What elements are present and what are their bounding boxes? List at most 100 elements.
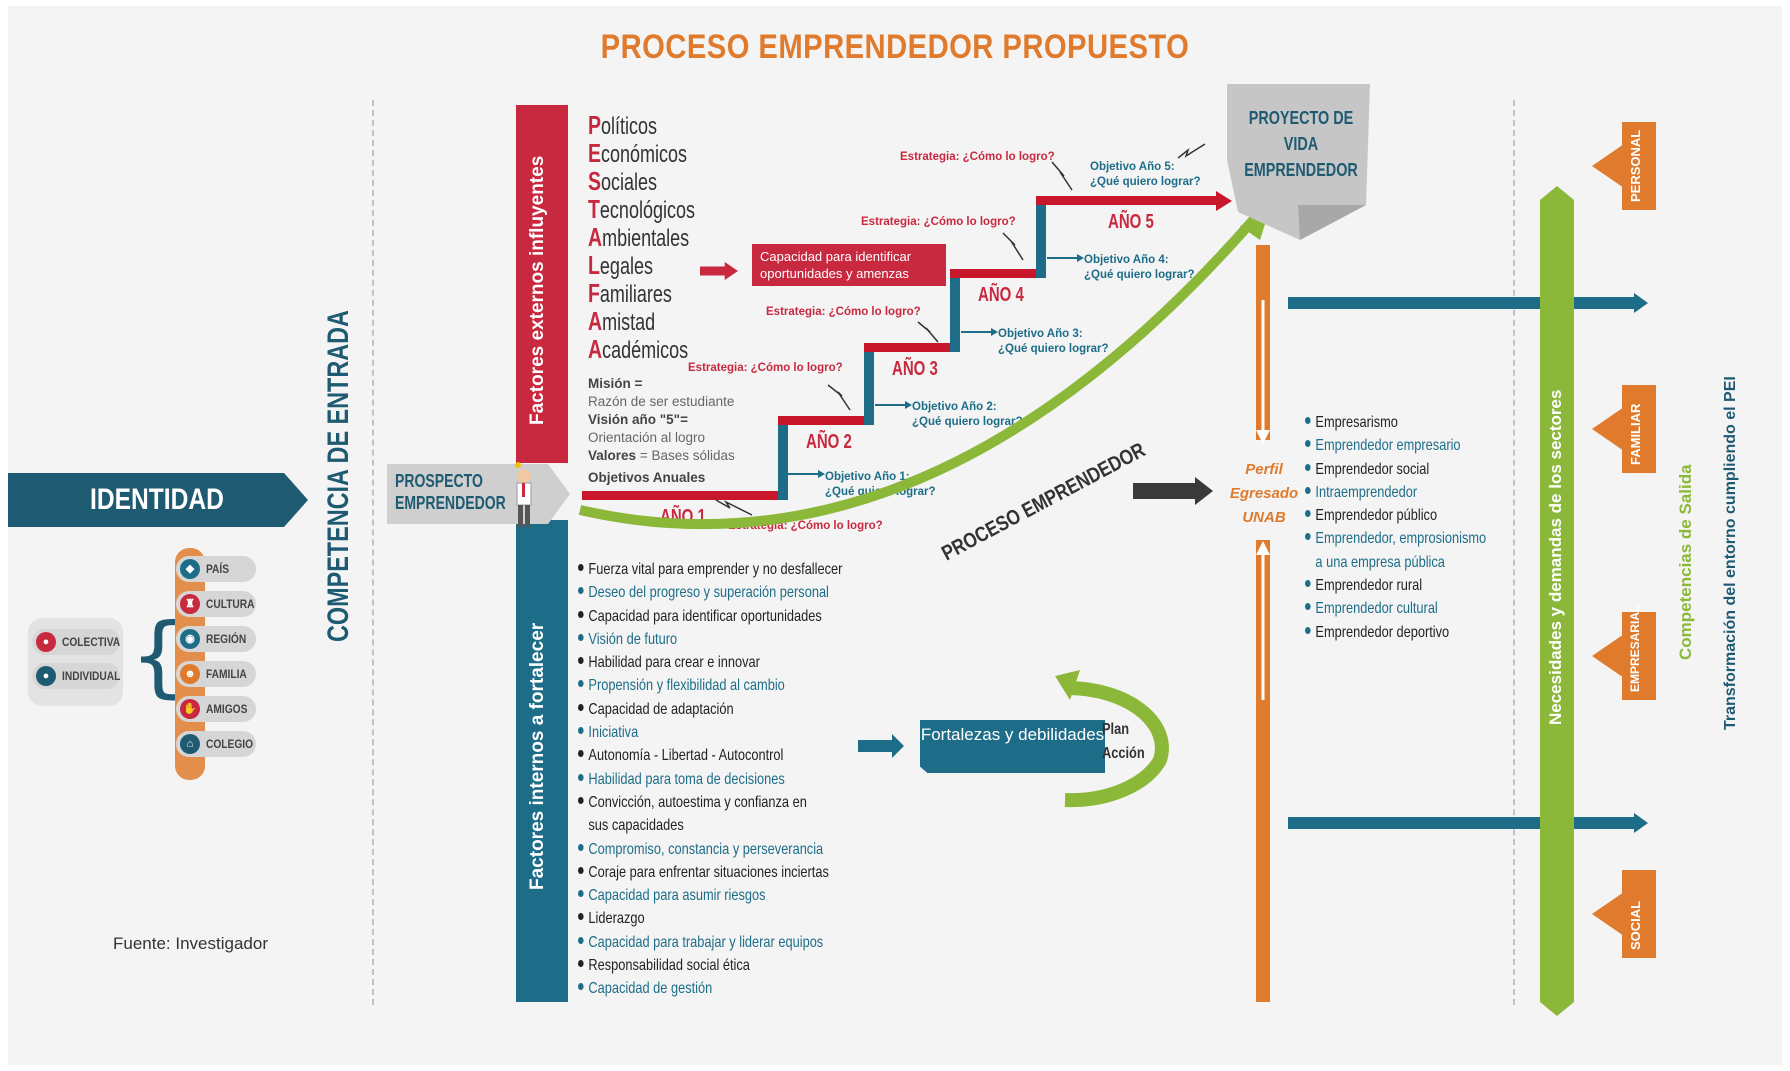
- step-riser: [1036, 196, 1046, 278]
- profile-item: a una empresa pública: [1305, 551, 1486, 574]
- step-riser: [950, 269, 960, 352]
- orange-connector-head: [1256, 430, 1270, 444]
- internal-factor-text: Fuerza vital para emprender y no desfall…: [588, 561, 843, 578]
- graduate-profile-label: Perfil Egresado UNAB: [1224, 458, 1304, 530]
- internal-factor-item: Habilidad para crear e innovar: [578, 651, 842, 674]
- action-text: Acción: [1102, 745, 1145, 762]
- factor-initial: S: [588, 166, 602, 196]
- internal-factor-text: Capacidad para identificar oportunidades: [588, 607, 822, 625]
- profile-item: Emprendedor empresario: [1305, 434, 1486, 457]
- capacity-arrow-icon: [700, 262, 738, 280]
- plan-action-label: Plan Acción: [1102, 718, 1155, 766]
- year4-label: AÑO 4: [978, 284, 1024, 306]
- objective-year5: Objetivo Año 5:¿Qué quiero lograr?: [1090, 160, 1201, 190]
- year5-label: AÑO 5: [1108, 211, 1154, 233]
- bullet-icon: [578, 727, 584, 735]
- tag-arrow-icon: [1592, 144, 1624, 188]
- factor-rest: ecnológicos: [599, 197, 695, 224]
- identity-item-familia: ☻FAMILIA: [176, 661, 256, 687]
- internal-factor-item: Autonomía - Libertad - Autocontrol: [578, 744, 842, 767]
- internal-factor-text: Propensión y flexibilidad al cambio: [588, 677, 785, 695]
- objective-title: Objetivo Año 5:: [1090, 161, 1175, 173]
- factor-rest: conómicos: [601, 141, 688, 168]
- factor-initial: A: [588, 222, 603, 252]
- orange-connector: [1256, 540, 1270, 1002]
- internal-factor-item: sus capacidades: [578, 814, 842, 837]
- process-curve: [578, 214, 1259, 530]
- dark-arrow-icon: [1133, 477, 1213, 505]
- plan-loop-head: [1055, 670, 1080, 700]
- profile-text: Intraemprendedor: [1315, 483, 1418, 501]
- identity-item-label: PAÍS: [206, 562, 230, 576]
- person-icon: ●: [36, 666, 56, 686]
- internal-factor-text: Convicción, autoestima y confianza en: [588, 793, 807, 811]
- identity-item-amigos: ✋AMIGOS: [176, 696, 256, 722]
- internal-factor-text: Visión de futuro: [588, 630, 678, 648]
- diagram-canvas: [8, 6, 1782, 1065]
- identity-item-pais: ◆ PAÍS: [176, 556, 256, 582]
- strategy-year4: Estrategia: ¿Cómo lo logro?: [861, 216, 1016, 228]
- factor-rest: amiliares: [599, 281, 672, 308]
- profile-text: Emprendedor deportivo: [1315, 623, 1450, 641]
- bullet-icon: [1305, 486, 1311, 494]
- internal-factor-item: Capacidad para asumir riesgos: [578, 884, 842, 907]
- internal-factor-text: Liderazgo: [588, 910, 645, 928]
- orange-connector-head: [1256, 541, 1270, 555]
- sectors-needs-label: Necesidades y demandas de los sectores: [1546, 389, 1565, 725]
- strengths-box: Fortalezas y debilidades: [920, 720, 1105, 773]
- profile-text: Emprendedor, emprosionismo: [1315, 530, 1487, 548]
- factor-initial: E: [588, 138, 602, 168]
- profile-text: Emprendedor público: [1315, 507, 1438, 525]
- objective-pointer-head: [905, 401, 912, 409]
- internal-factor-text: Coraje para enfrentar situaciones incier…: [588, 863, 829, 881]
- external-factor-item: Sociales: [588, 166, 695, 197]
- factor-initial: A: [588, 306, 603, 336]
- bullet-icon: [1305, 440, 1311, 448]
- internal-factor-item: Responsabilidad social ética: [578, 954, 842, 977]
- bullet-icon: [578, 936, 584, 944]
- valores-label: Valores: [588, 448, 637, 463]
- handshake-icon: ✋: [180, 699, 200, 719]
- internal-factor-item: Visión de futuro: [578, 628, 842, 651]
- bullet-icon: [578, 587, 584, 595]
- perfil-line: Egresado: [1229, 485, 1299, 502]
- objective-question: ¿Qué quiero lograr?: [912, 416, 1023, 428]
- factor-rest: cadémicos: [602, 337, 689, 364]
- sector-label: FAMILIAR: [1628, 403, 1643, 465]
- teal-connector: [1288, 817, 1640, 829]
- profile-item: Empresarismo: [1305, 411, 1486, 434]
- sector-personal: PERSONAL: [1592, 122, 1656, 210]
- entrepreneur-figure-icon: [508, 462, 538, 532]
- profile-text: Empresarismo: [1315, 414, 1398, 431]
- strategy-pointer: [917, 321, 939, 343]
- profile-text: Emprendedor rural: [1315, 577, 1423, 595]
- objective-title: Objetivo Año 2:: [912, 401, 997, 413]
- internal-factors-list: Fuerza vital para emprender y no desfall…: [578, 558, 909, 1001]
- profile-text: Emprendedor social: [1315, 460, 1430, 478]
- bullet-icon: [1305, 580, 1311, 588]
- vision-value: Orientación al logro: [588, 430, 706, 445]
- objective-year2: Objetivo Año 2: ¿Qué quiero lograr?: [912, 400, 1023, 430]
- step-riser: [778, 416, 788, 500]
- factor-rest: mbientales: [602, 225, 690, 252]
- strengths-arrow-icon: [858, 734, 904, 758]
- bullet-icon: [578, 564, 584, 571]
- bullet-icon: [578, 983, 584, 991]
- internal-factor-text: Autonomía - Libertad - Autocontrol: [588, 747, 784, 765]
- family-icon: ☻: [180, 664, 200, 684]
- objective-year4: Objetivo Año 4:¿Qué quiero lograr?: [1084, 253, 1195, 283]
- bullet-icon: [578, 796, 584, 804]
- country-icon: ◆: [180, 559, 200, 579]
- perfil-line: Perfil: [1245, 461, 1283, 478]
- identity-item-label: CULTURA: [206, 597, 255, 611]
- bullet-icon: [578, 866, 584, 874]
- objective-pointer-head: [1077, 254, 1084, 262]
- internal-factor-text: Responsabilidad social ética: [588, 957, 750, 975]
- internal-factor-item: Iniciativa: [578, 721, 842, 744]
- page-title: PROCESO EMPRENDEDOR PROPUESTO: [600, 28, 1190, 66]
- profile-item: Emprendedor público: [1305, 504, 1486, 527]
- strategy-pointer: [1177, 143, 1206, 159]
- factor-rest: egales: [599, 253, 653, 280]
- internal-factor-item: Liderazgo: [578, 907, 842, 930]
- factor-initial: F: [588, 278, 600, 308]
